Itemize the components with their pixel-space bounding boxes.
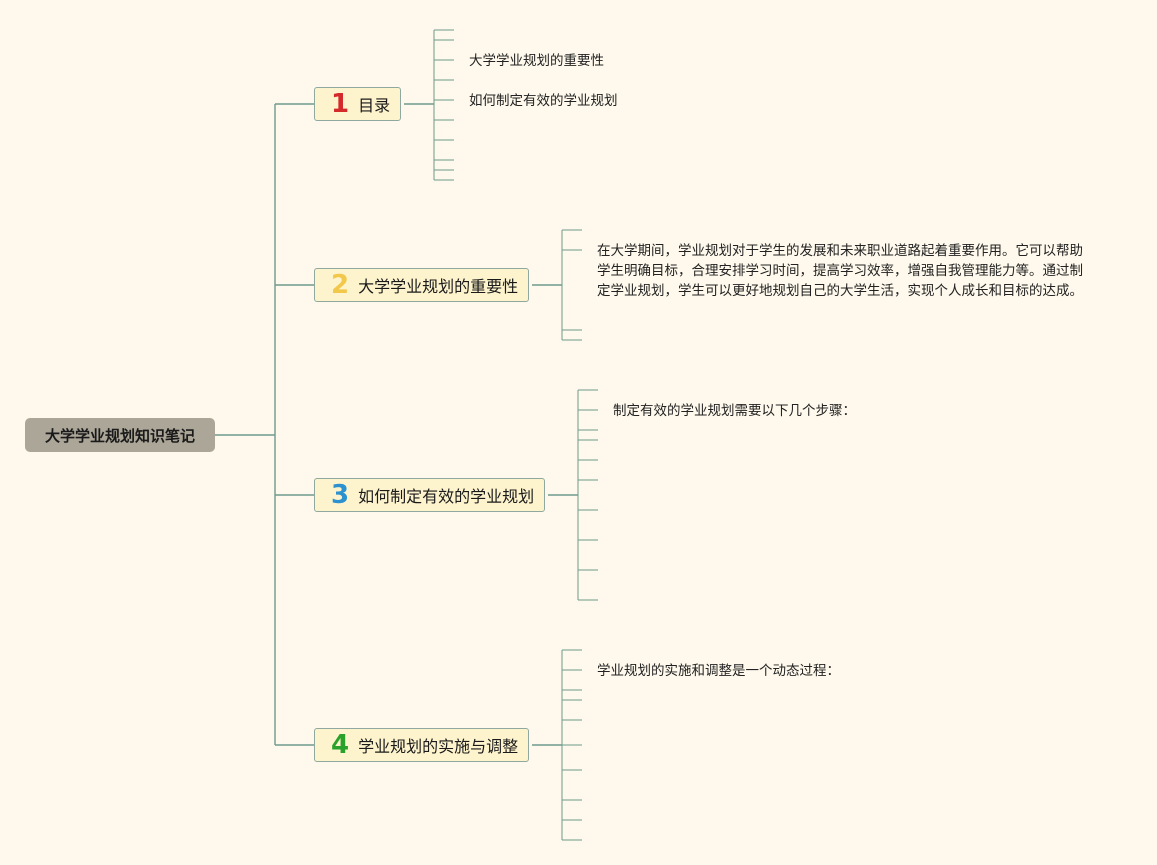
root-node[interactable]: 大学学业规划知识笔记 <box>25 418 215 452</box>
branch-node-contents[interactable]: 1 目录 <box>314 87 402 121</box>
branch-label: 大学学业规划的重要性 <box>358 277 519 296</box>
branch-node-implementation[interactable]: 4 学业规划的实施与调整 <box>314 728 530 762</box>
number-badge-3: 3 <box>331 480 350 510</box>
root-title: 大学学业规划知识笔记 <box>44 426 195 445</box>
number-badge-2: 2 <box>331 270 350 300</box>
number-badge-1: 1 <box>331 89 350 119</box>
branch-node-how-to-plan[interactable]: 3 如何制定有效的学业规划 <box>314 478 546 512</box>
branch-label: 学业规划的实施与调整 <box>358 737 519 756</box>
number-badge-4: 4 <box>331 730 350 760</box>
leaf-item[interactable]: 如何制定有效的学业规划 <box>469 93 618 109</box>
leaf-item[interactable]: 学业规划的实施和调整是一个动态过程： <box>597 663 840 679</box>
leaf-item[interactable]: 大学学业规划的重要性 <box>469 53 604 69</box>
branch-label: 目录 <box>358 96 391 115</box>
branch-label: 如何制定有效的学业规划 <box>358 487 535 506</box>
leaf-item[interactable]: 制定有效的学业规划需要以下几个步骤： <box>613 403 856 419</box>
leaf-paragraph[interactable]: 在大学期间，学业规划对于学生的发展和未来职业道路起着重要作用。它可以帮助学生明确… <box>597 243 1083 299</box>
branch-node-importance[interactable]: 2 大学学业规划的重要性 <box>314 268 530 302</box>
